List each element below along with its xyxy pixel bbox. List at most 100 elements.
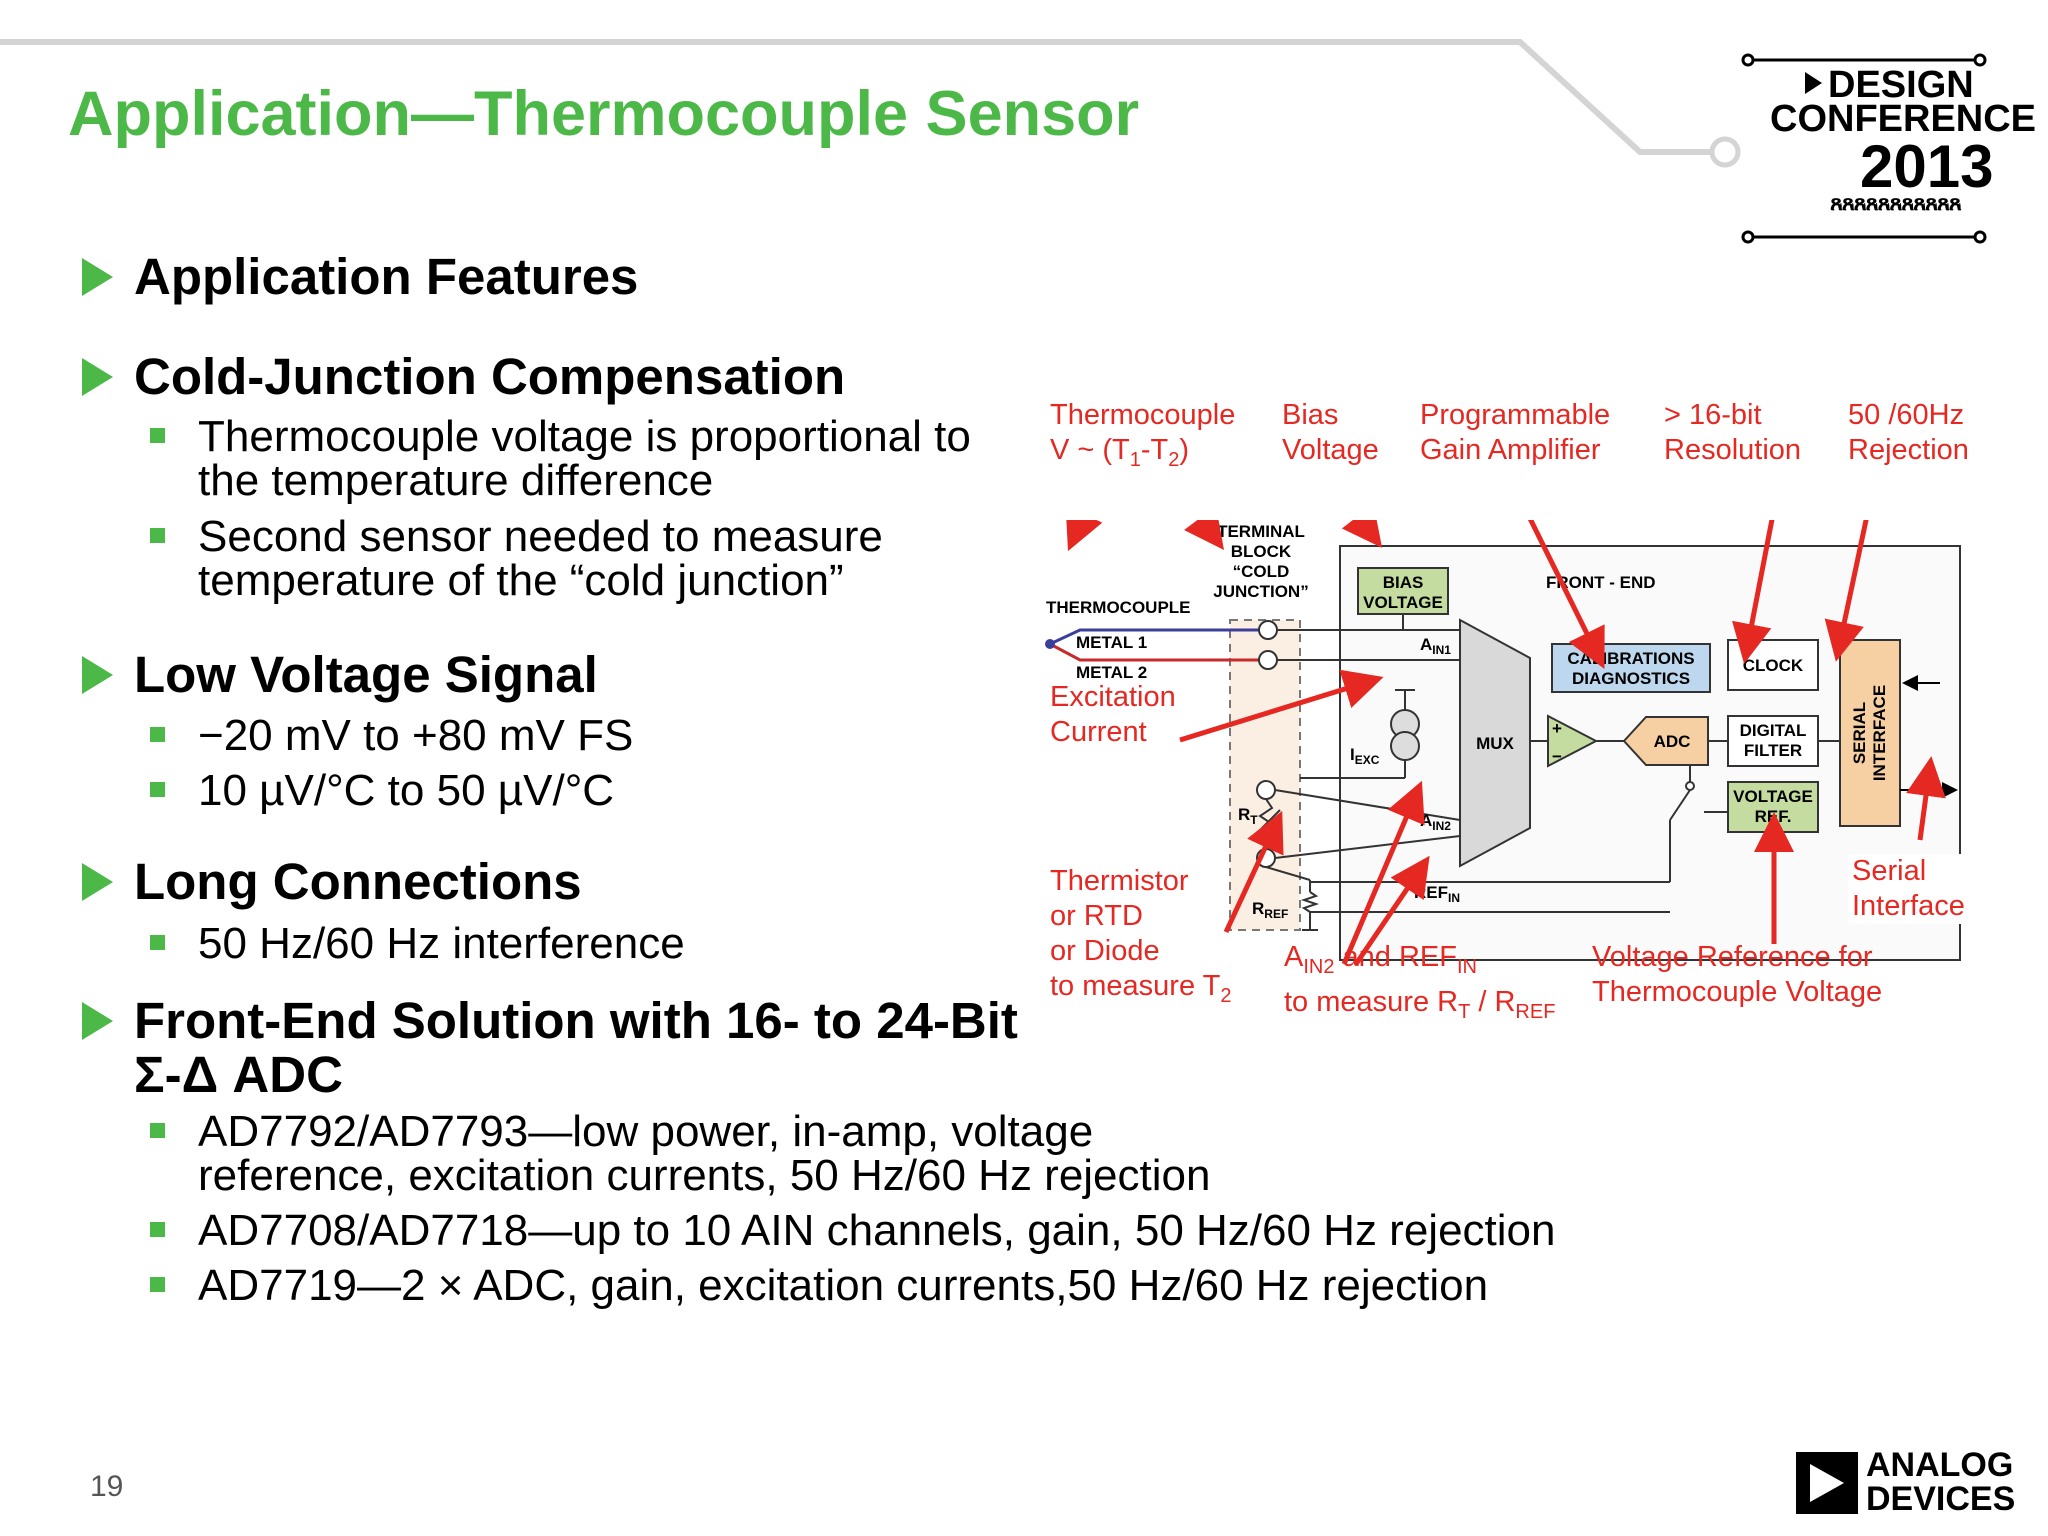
annotation-thermocouple: Thermocouple V ~ (T1-T2) <box>1050 398 1235 478</box>
serial-interface-label-1: SERIAL <box>1850 702 1869 764</box>
sub-bullet-icon <box>150 1222 165 1237</box>
annotation-pga: Programmable Gain Amplifier <box>1420 398 1610 468</box>
pga-plus: + <box>1552 719 1562 738</box>
logo-design-text: DESIGN <box>1828 64 1974 106</box>
front-end-item1-line2: reference, excitation currents, 50 Hz/60… <box>198 1151 1211 1200</box>
annotation-serial-line2: Interface <box>1852 890 1965 922</box>
terminal-block-label-2: BLOCK <box>1231 542 1292 561</box>
sub-bullet-icon <box>150 727 165 742</box>
mux-label: MUX <box>1476 734 1514 753</box>
annotation-thermistor-line3: or Diode <box>1050 935 1160 967</box>
serial-interface-label-2: INTERFACE <box>1870 685 1889 781</box>
bias-voltage-label-2: VOLTAGE <box>1363 593 1443 612</box>
annotation-thermistor-line2: or RTD <box>1050 900 1143 932</box>
cjc-item2-line2: temperature of the “cold junction” <box>198 556 844 605</box>
terminal-block-label-1: TERMINAL <box>1217 522 1305 541</box>
annotation-resolution-line1: > 16-bit <box>1664 399 1762 431</box>
thermocouple-label: THERMOCOUPLE <box>1046 598 1191 617</box>
page-number: 19 <box>90 1470 124 1503</box>
low-voltage-item2: 10 µV/°C to 50 µV/°C <box>198 766 615 815</box>
sub-bullet-icon <box>150 782 165 797</box>
terminal-block <box>1229 619 1301 931</box>
long-connections-item1: 50 Hz/60 Hz interference <box>198 919 685 968</box>
calibrations-label-2: DIAGNOSTICS <box>1572 669 1690 688</box>
logo-frame: ጸጸጸጸጸጸጸጸጸጸጸ <box>1741 53 1987 244</box>
digital-filter-label-1: DIGITAL <box>1740 721 1807 740</box>
bullet-front-end-heading-line2: Σ-Δ ADC <box>134 1046 343 1103</box>
mux-block <box>1459 618 1531 868</box>
annotation-ain2-line1: AIN2 and REFIN <box>1284 941 1477 978</box>
annotation-thermistor: Thermistor or RTD or Diode to measure T2 <box>1050 864 1231 1014</box>
bullet-low-voltage-heading: Low Voltage Signal <box>134 646 598 703</box>
sub-bullet-icon <box>150 1277 165 1292</box>
front-end-item3: AD7719—2 × ADC, gain, excitation current… <box>198 1261 1489 1310</box>
front-end-item2: AD7708/AD7718—up to 10 AIN channels, gai… <box>198 1206 1556 1255</box>
design-conference-logo: ጸጸጸጸጸጸጸጸጸጸጸ DESIGN CONFERENCE 2013 <box>1740 50 2036 250</box>
iexc-label: IEXC <box>1350 745 1380 767</box>
sub-bullet-icon <box>150 935 165 950</box>
voltage-ref-block <box>1727 781 1819 833</box>
annotation-bias-line1: Bias <box>1282 399 1339 431</box>
annotation-excitation: Excitation Current <box>1050 680 1176 750</box>
annotation-vref: Voltage Reference for Thermocouple Volta… <box>1592 940 1882 1010</box>
adc-label: ADC <box>1654 732 1691 751</box>
annotation-rejection-line2: Rejection <box>1848 434 1969 466</box>
annotation-pga-line2: Gain Amplifier <box>1420 434 1601 466</box>
page-title: Application—Thermocouple Sensor <box>68 79 1140 149</box>
annotation-excitation-line1: Excitation <box>1050 681 1176 713</box>
annotation-thermistor-line1: Thermistor <box>1050 865 1189 897</box>
bullet-arrow-icon <box>82 1002 113 1040</box>
bullet-features: Application Features <box>134 248 639 305</box>
annotation-thermocouple-line2: V ~ (T1-T2) <box>1050 434 1190 471</box>
bullet-arrow-icon <box>82 863 113 901</box>
annotation-resolution-line2: Resolution <box>1664 434 1802 466</box>
ain1-label: AIN1 <box>1420 635 1451 657</box>
logo-analog-text: ANALOG <box>1866 1446 2014 1484</box>
annotation-serial-line1: Serial <box>1852 855 1927 887</box>
logo-devices-text: DEVICES <box>1866 1480 2016 1518</box>
annotation-bias-line2: Voltage <box>1282 434 1379 466</box>
annotation-thermocouple-line1: Thermocouple <box>1050 399 1236 431</box>
front-end-item1-line1: AD7792/AD7793—low power, in-amp, voltage <box>198 1107 1094 1156</box>
analog-devices-logo: ANALOG DEVICES <box>1796 1448 2015 1518</box>
terminal-block-label-4: JUNCTION” <box>1213 582 1308 601</box>
bullet-arrow-icon <box>82 258 113 296</box>
voltage-ref-label-1: VOLTAGE <box>1733 787 1813 806</box>
annotation-thermistor-line4: to measure T2 <box>1050 970 1232 1007</box>
header-decoration <box>0 39 1741 168</box>
analog-devices-logo-icon <box>1796 1452 1858 1514</box>
logo-year-text: 2013 <box>1860 133 1994 200</box>
sub-bullet-icon <box>150 528 165 543</box>
annotation-serial: Serial Interface <box>1848 854 1969 924</box>
annotation-vref-line1: Voltage Reference for <box>1592 941 1873 973</box>
bullet-long-connections-heading: Long Connections <box>134 853 582 910</box>
annotation-ain2: AIN2 and REFIN to measure RT / RREF <box>1284 940 1555 1030</box>
digital-filter-label-2: FILTER <box>1744 741 1802 760</box>
serial-interface-block <box>1839 639 1901 827</box>
clock-label: CLOCK <box>1743 656 1804 675</box>
terminal-block-label-3: “COLD <box>1233 562 1290 581</box>
bullet-front-end-heading-line1: Front-End Solution with 16- to 24-Bit <box>134 992 1018 1049</box>
metal2-label: METAL 2 <box>1076 663 1147 682</box>
rref-label: RREF <box>1252 899 1288 921</box>
bullet-cjc-heading: Cold-Junction Compensation <box>134 348 846 405</box>
annotation-rejection-line1: 50 /60Hz <box>1848 399 1965 431</box>
cjc-item2-line1: Second sensor needed to measure <box>198 512 883 561</box>
cjc-item1-line1: Thermocouple voltage is proportional to <box>198 412 971 461</box>
annotation-bias: Bias Voltage <box>1282 398 1379 468</box>
calibrations-label-1: CALIBRATIONS <box>1567 649 1694 668</box>
cjc-item1-line2: the temperature difference <box>198 456 714 505</box>
low-voltage-item1: −20 mV to +80 mV FS <box>198 711 634 760</box>
bias-voltage-label-1: BIAS <box>1383 573 1424 592</box>
pga-minus: − <box>1552 747 1562 766</box>
thermocouple-front-end-diagram: FRONT - END TERMINAL BLOCK “COLD JUNCTIO… <box>1045 520 1961 966</box>
sub-bullet-icon <box>150 428 165 443</box>
digital-filter-block <box>1727 715 1819 767</box>
annotation-pga-line1: Programmable <box>1420 399 1611 431</box>
svg-text:ጸጸጸጸጸጸጸጸጸጸጸ: ጸጸጸጸጸጸጸጸጸጸጸ <box>1830 190 1962 215</box>
annotation-vref-line2: Thermocouple Voltage <box>1592 976 1883 1008</box>
front-end-label: FRONT - END <box>1546 573 1656 592</box>
bullet-arrow-icon <box>82 358 113 396</box>
bias-voltage-block <box>1357 567 1449 615</box>
annotation-excitation-line2: Current <box>1050 716 1147 748</box>
